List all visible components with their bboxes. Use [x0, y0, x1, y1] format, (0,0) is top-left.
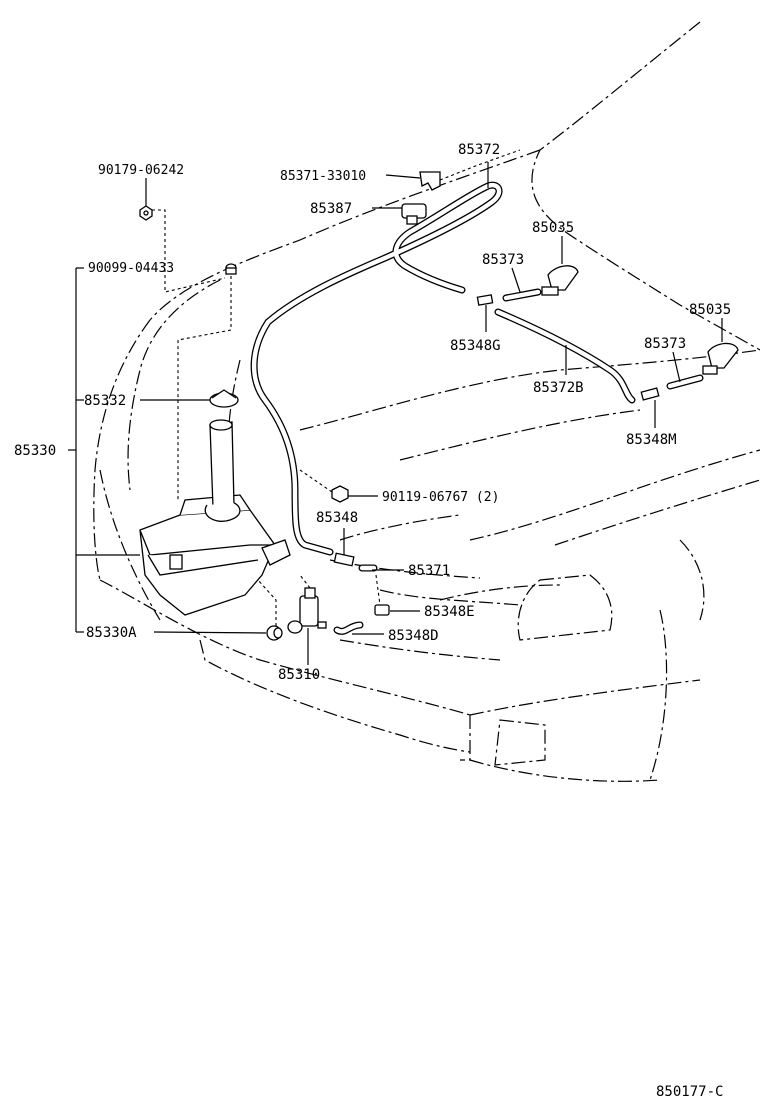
- label-85387: 85387: [310, 201, 352, 217]
- label-85332: 85332: [84, 393, 126, 409]
- bolt-90119-06767: [331, 485, 349, 503]
- vehicle-body-outline: [93, 21, 760, 782]
- part-labels: 85372 85371-33010 85387 90179-06242 9009…: [14, 142, 731, 1100]
- label-85373-b: 85373: [644, 336, 686, 352]
- connector-85348: [333, 552, 355, 567]
- label-85035-b: 85035: [689, 302, 731, 318]
- washer-pump-85310: [287, 587, 327, 634]
- washer-hose-85348d: [333, 621, 364, 635]
- label-90099-04433: 90099-04433: [88, 261, 174, 276]
- washer-nozzle-85035-a: [541, 265, 579, 296]
- label-85371-33010: 85371-33010: [280, 169, 366, 184]
- label-85371: 85371: [408, 563, 450, 579]
- leader-lines: [68, 149, 723, 665]
- connector-85348e: [374, 604, 390, 616]
- filler-neck: [204, 419, 241, 522]
- washer-hose-main: [250, 181, 503, 556]
- drawing-number: 850177-C: [656, 1084, 723, 1100]
- label-85348e: 85348E: [424, 604, 475, 620]
- clip-85371-33010: [419, 171, 441, 191]
- nut-90179-06242: [139, 205, 153, 221]
- washer-hose-85372b: [494, 308, 636, 404]
- label-85310: 85310: [278, 667, 320, 683]
- label-85348g: 85348G: [450, 338, 501, 354]
- label-85035-a: 85035: [532, 220, 574, 236]
- washer-hose-85373-a: [502, 288, 542, 302]
- label-90179-06242: 90179-06242: [98, 163, 184, 178]
- label-85348: 85348: [316, 510, 358, 526]
- connector-85348m: [640, 387, 660, 401]
- bolt-90099-04433: [225, 263, 237, 275]
- label-85373-a: 85373: [482, 252, 524, 268]
- label-85330a: 85330A: [86, 625, 137, 641]
- label-85348d: 85348D: [388, 628, 439, 644]
- label-85372b: 85372B: [533, 380, 584, 396]
- washer-hose-85373-b: [666, 374, 704, 390]
- label-85348m: 85348M: [626, 432, 677, 448]
- grommet-85330a: [266, 625, 283, 641]
- label-90119-06767: 90119-06767 (2): [382, 490, 499, 505]
- connector-85348g: [476, 294, 494, 306]
- washer-nozzle-85035-b: [702, 342, 739, 375]
- tank-cap-85332: [209, 389, 239, 408]
- label-85372: 85372: [458, 142, 500, 158]
- label-85330: 85330: [14, 443, 56, 459]
- joint-85387: [401, 203, 427, 225]
